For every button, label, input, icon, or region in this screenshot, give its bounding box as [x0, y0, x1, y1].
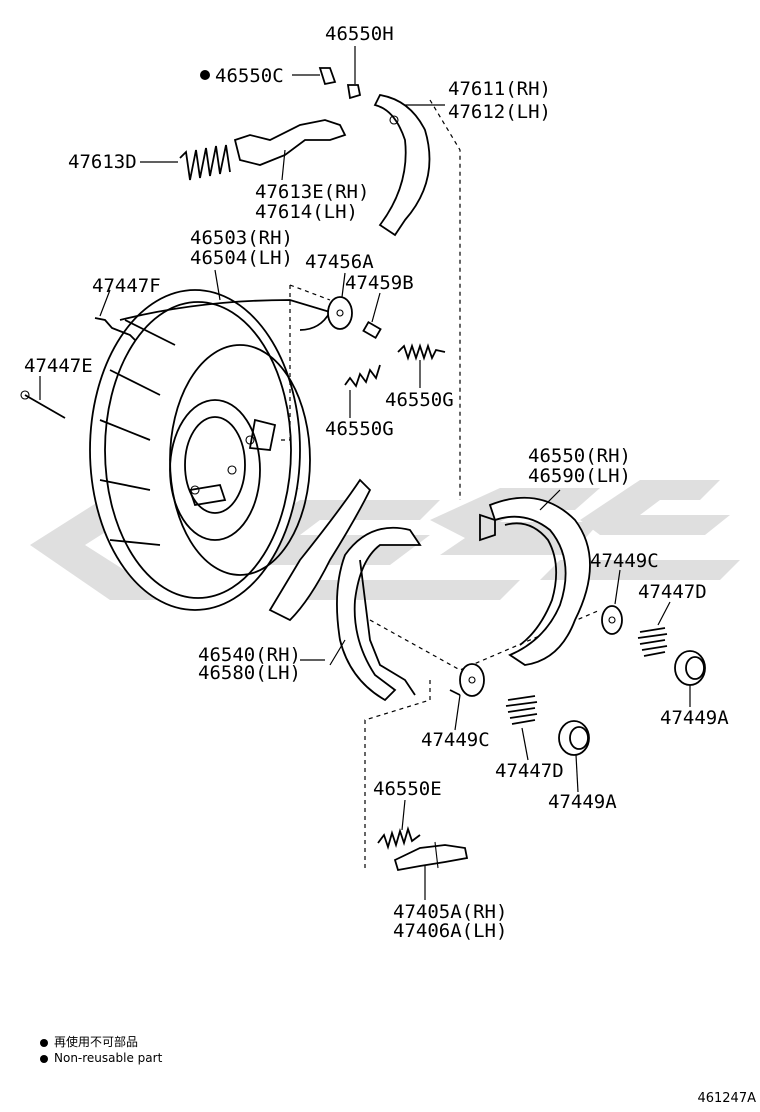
label-47447D-right: 47447D [638, 581, 707, 603]
retainer-47449C-right [601, 569, 623, 635]
bullet-icon [40, 1054, 48, 1063]
bolt-47459B [362, 292, 382, 340]
spring-47613D [140, 144, 231, 181]
label-47405A: 47405A(RH) [393, 901, 507, 923]
spring-47447D-left [505, 695, 538, 761]
label-47449A-right: 47449A [660, 707, 729, 729]
springs-46550G [344, 343, 446, 418]
brake-shoe-left [329, 526, 422, 702]
label-46590LH: 46590(LH) [528, 465, 631, 487]
label-46550G-lower: 46550G [325, 418, 394, 440]
clip-46550H [346, 46, 362, 100]
cap-47449A-left [558, 720, 590, 793]
label-47613D: 47613D [68, 151, 137, 173]
spring-47447D-right [637, 601, 671, 657]
label-46504: 46504(LH) [190, 247, 293, 269]
legend-text-jp: 再使用不可部品 [54, 1035, 139, 1049]
legend-non-reusable-jp: 再使用不可部品 [40, 1033, 138, 1050]
washer-47456A [327, 272, 353, 330]
label-47447F: 47447F [92, 275, 161, 297]
dust-shield [268, 478, 372, 622]
label-47612: 47612(LH) [448, 101, 551, 123]
legend-non-reusable-en: Non-reusable part [40, 1051, 162, 1065]
label-46503: 46503(RH) [190, 227, 293, 249]
label-47449A-left: 47449A [548, 791, 617, 813]
strut-plate-47613E [233, 119, 347, 181]
adjuster-47405A [393, 841, 469, 900]
pin-47447E [20, 376, 66, 419]
figure-id: 461247A [697, 1091, 756, 1106]
parking-shoe-lever [373, 94, 431, 237]
backing-plate [89, 289, 332, 611]
label-46550G-upper: 46550G [385, 389, 454, 411]
label-47613E: 47613E(RH) [255, 181, 369, 203]
label-46550H: 46550H [325, 23, 394, 45]
label-46550E: 46550E [373, 778, 442, 800]
cap-47449A-right [674, 650, 706, 707]
label-47447D-left: 47447D [495, 760, 564, 782]
retainer-47449C-left [449, 663, 485, 731]
pin-46550C [200, 67, 337, 86]
label-47447E: 47447E [24, 355, 93, 377]
brake-shoe-right [479, 489, 591, 666]
label-47406A: 47406A(LH) [393, 920, 507, 942]
label-46550RH: 46550(RH) [528, 445, 631, 467]
legend-text-en: Non-reusable part [54, 1051, 163, 1065]
label-47611: 47611(RH) [448, 78, 551, 100]
bullet-icon [40, 1038, 48, 1047]
label-46580: 46580(LH) [198, 662, 301, 684]
label-47449C-right: 47449C [590, 550, 659, 572]
leader-lines [214, 104, 445, 661]
label-47449C-left: 47449C [421, 729, 490, 751]
spring-46550E [377, 799, 421, 851]
label-46540: 46540(RH) [198, 644, 301, 666]
label-47456A: 47456A [305, 251, 374, 273]
assembly-lines [280, 99, 601, 870]
pin-47447F [94, 289, 136, 341]
label-47459B: 47459B [345, 272, 414, 294]
label-47614: 47614(LH) [255, 201, 358, 223]
label-46550C: 46550C [215, 65, 284, 87]
part-labels: 46550H 46550C 47611(RH) 47612(LH) 47613D… [24, 23, 729, 942]
